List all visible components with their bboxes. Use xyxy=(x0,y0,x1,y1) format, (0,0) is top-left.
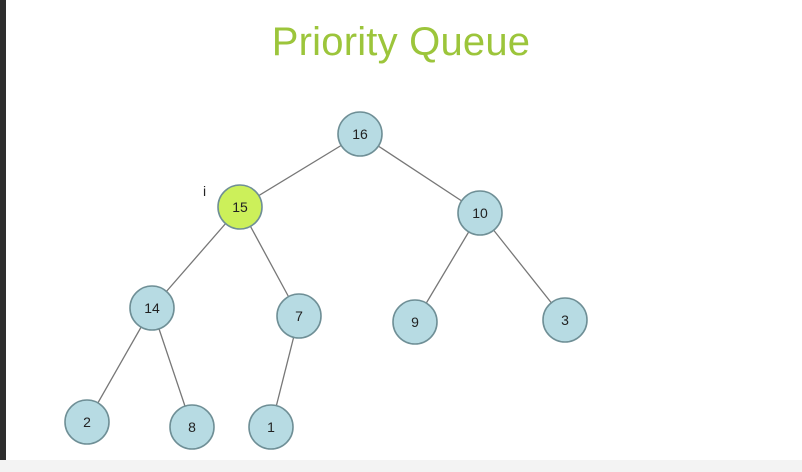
node-value-label: 7 xyxy=(295,308,303,324)
tree-node-15: 15 xyxy=(217,184,263,230)
node-value-label: 2 xyxy=(83,414,91,430)
bottom-strip xyxy=(0,460,802,472)
node-value-label: 15 xyxy=(232,199,248,215)
tree-node-8: 8 xyxy=(169,404,215,450)
edges-layer xyxy=(86,133,566,428)
left-window-edge xyxy=(0,0,6,472)
node-circle xyxy=(392,299,438,345)
edge-n16-n10 xyxy=(359,133,481,214)
tree-node-10: 10 xyxy=(457,190,503,236)
highlighted-node-circle xyxy=(217,184,263,230)
tree-node-1: 1 xyxy=(248,404,294,450)
tree-node-16: 16 xyxy=(337,111,383,157)
node-value-label: 14 xyxy=(144,300,160,316)
tree-node-9: 9 xyxy=(392,299,438,345)
diagram-title: Priority Queue xyxy=(271,20,531,64)
node-circle xyxy=(248,404,294,450)
node-value-label: 8 xyxy=(188,419,196,435)
node-value-label: 10 xyxy=(472,205,488,221)
node-value-label: 16 xyxy=(352,126,368,142)
tree-node-3: 3 xyxy=(542,297,588,343)
node-circle xyxy=(169,404,215,450)
node-circle xyxy=(129,285,175,331)
node-circle xyxy=(542,297,588,343)
node-value-label: 9 xyxy=(411,314,419,330)
nodes-layer: 16 15 10 14 7 9 3 2 8 1 xyxy=(64,111,588,450)
node-circle xyxy=(337,111,383,157)
node-value-label: 3 xyxy=(561,312,569,328)
tree-node-14: 14 xyxy=(129,285,175,331)
index-marker-label: i xyxy=(203,183,206,199)
node-circle xyxy=(276,293,322,339)
node-value-label: 1 xyxy=(267,419,275,435)
node-circle xyxy=(64,399,110,445)
tree-node-7: 7 xyxy=(276,293,322,339)
node-circle xyxy=(457,190,503,236)
tree-node-2: 2 xyxy=(64,399,110,445)
edge-n16-n15 xyxy=(239,133,361,208)
